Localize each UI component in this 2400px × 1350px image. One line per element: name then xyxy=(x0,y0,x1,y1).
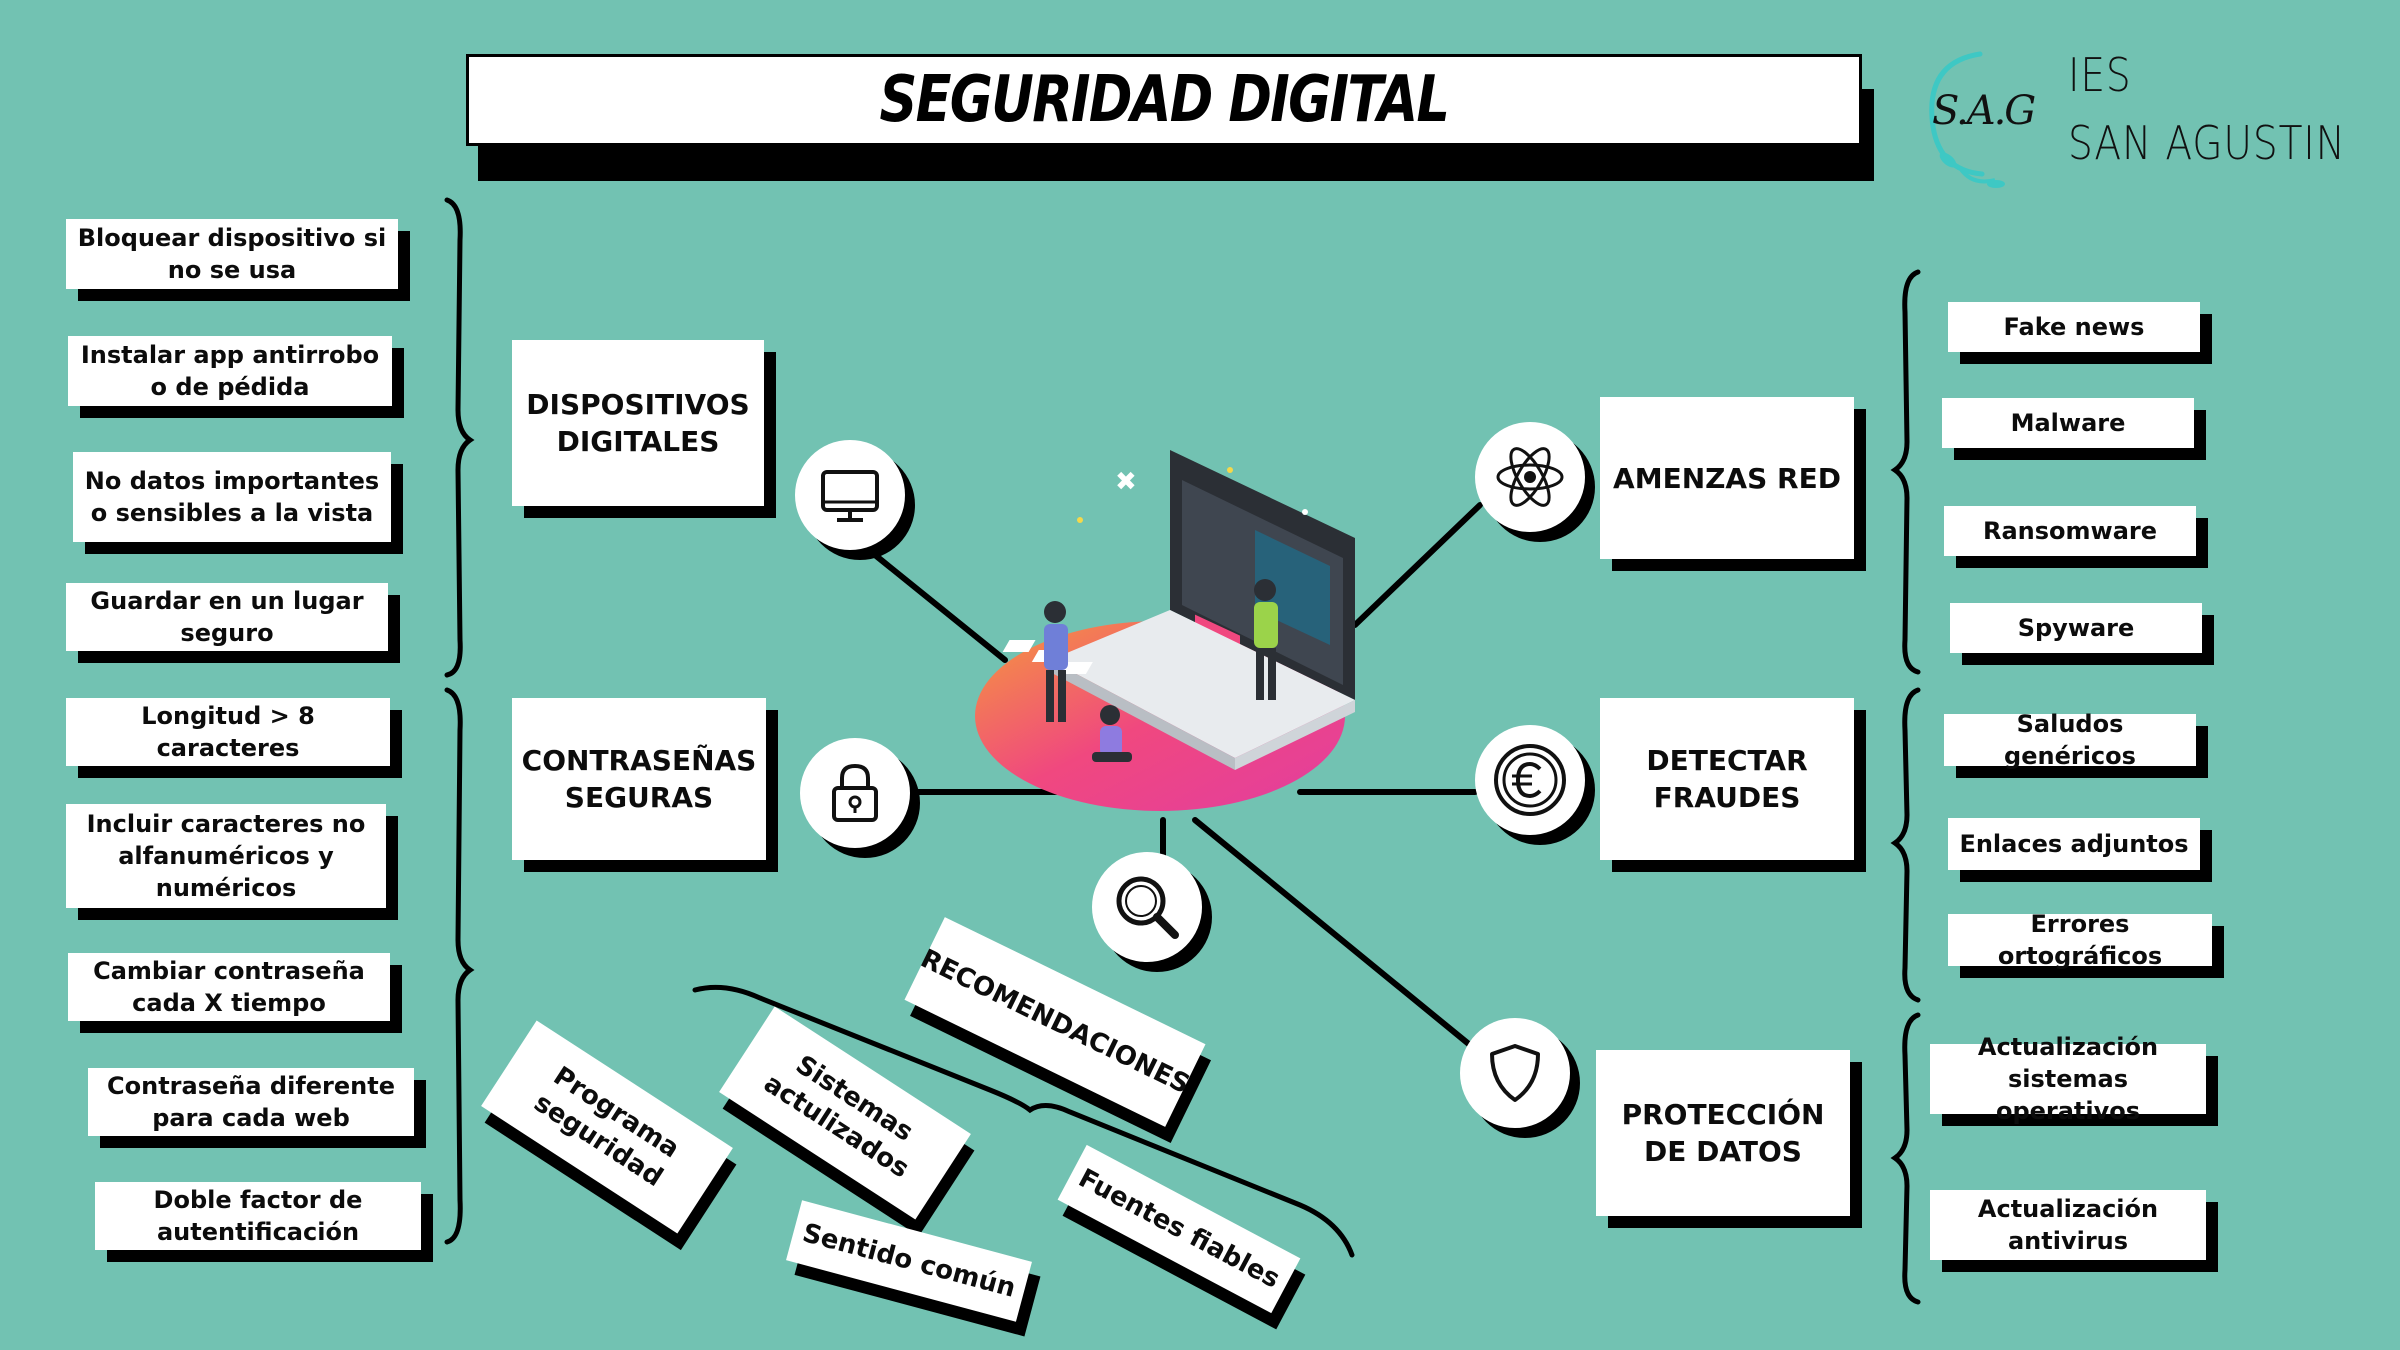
connector-proteccion xyxy=(1192,817,1473,1048)
brace-fraudes xyxy=(1890,687,1921,1003)
hub-fraudes: DETECTAR FRAUDES xyxy=(1600,698,1854,860)
dispositivos-item-3: No datos importantes o sensibles a la vi… xyxy=(73,452,391,542)
amenazas-item-4: Spyware xyxy=(1950,603,2202,653)
amenazas-item-3: Ransomware xyxy=(1944,506,2196,556)
title-banner: SEGURIDAD DIGITAL xyxy=(466,54,1862,146)
person-left xyxy=(1044,601,1068,722)
monitor-icon xyxy=(821,470,879,522)
laptop-illustration: ✖ xyxy=(975,450,1355,811)
brace-contrasenas xyxy=(444,687,475,1245)
logo-monogram: S.A.G xyxy=(1932,88,2036,134)
logo-wreath-icon xyxy=(1929,51,2005,188)
euro-icon-circle xyxy=(1475,725,1585,835)
amenazas-item-2: Malware xyxy=(1942,398,2194,448)
amenazas-item-1: Fake news xyxy=(1948,302,2200,352)
brace-dispositivos xyxy=(444,197,475,678)
contrasenas-item-1: Longitud > 8 caracteres xyxy=(66,698,390,766)
dispositivos-item-2: Instalar app antirrobo o de pédida xyxy=(68,336,392,406)
hub-proteccion: PROTECCIÓN DE DATOS xyxy=(1596,1050,1850,1216)
hub-contrasenas: CONTRASEÑAS SEGURAS xyxy=(512,698,766,860)
contrasenas-item-3: Cambiar contraseña cada X tiempo xyxy=(68,953,390,1021)
svg-text:✖: ✖ xyxy=(1115,467,1137,497)
person-right xyxy=(1254,579,1278,700)
brace-amenazas xyxy=(1890,269,1921,675)
shield-icon xyxy=(1490,1044,1540,1102)
padlock-icon xyxy=(832,763,878,822)
logo-line-2: SAN AGUSTIN xyxy=(2068,116,2346,170)
proteccion-item-2: Actualización antivirus xyxy=(1930,1190,2206,1260)
fraudes-item-1: Saludos genéricos xyxy=(1944,710,2196,770)
hub-amenazas: AMENZAS RED xyxy=(1600,397,1854,559)
connector-amenazas xyxy=(1352,502,1483,628)
dispositivos-item-1: Bloquear dispositivo si no se usa xyxy=(66,219,398,289)
contrasenas-item-4: Contraseña diferente para cada web xyxy=(88,1068,414,1136)
connector-dispositivos xyxy=(872,552,1008,663)
fraudes-item-2: Enlaces adjuntos xyxy=(1948,818,2200,870)
padlock-icon-circle xyxy=(800,738,910,848)
logo-line-1: IES xyxy=(2068,48,2132,102)
contrasenas-item-5: Doble factor de autentificación xyxy=(95,1182,421,1250)
brace-recomendaciones xyxy=(692,984,1355,1258)
proteccion-item-1: Actualización sistemas operativos xyxy=(1930,1033,2206,1125)
atom-icon xyxy=(1496,447,1564,507)
atom-icon-circle xyxy=(1475,422,1585,532)
magnifier-icon xyxy=(1116,876,1179,939)
magnifier-icon-circle xyxy=(1092,852,1202,962)
monitor-icon-circle xyxy=(795,440,905,550)
school-logo: S.A.G xyxy=(1920,48,2050,188)
fraudes-item-3: Errores ortográficos xyxy=(1948,910,2212,970)
hub-dispositivos: DISPOSITIVOS DIGITALES xyxy=(512,340,764,506)
euro-icon xyxy=(1494,744,1566,816)
page-title: SEGURIDAD DIGITAL xyxy=(879,63,1451,137)
laptop-base xyxy=(1050,610,1355,758)
person-sitting xyxy=(1092,705,1132,762)
dispositivos-item-4: Guardar en un lugar seguro xyxy=(66,583,388,651)
shield-icon-circle xyxy=(1460,1018,1570,1128)
contrasenas-item-2: Incluir caracteres no alfanuméricos y nu… xyxy=(66,804,386,908)
brace-proteccion xyxy=(1890,1012,1921,1305)
